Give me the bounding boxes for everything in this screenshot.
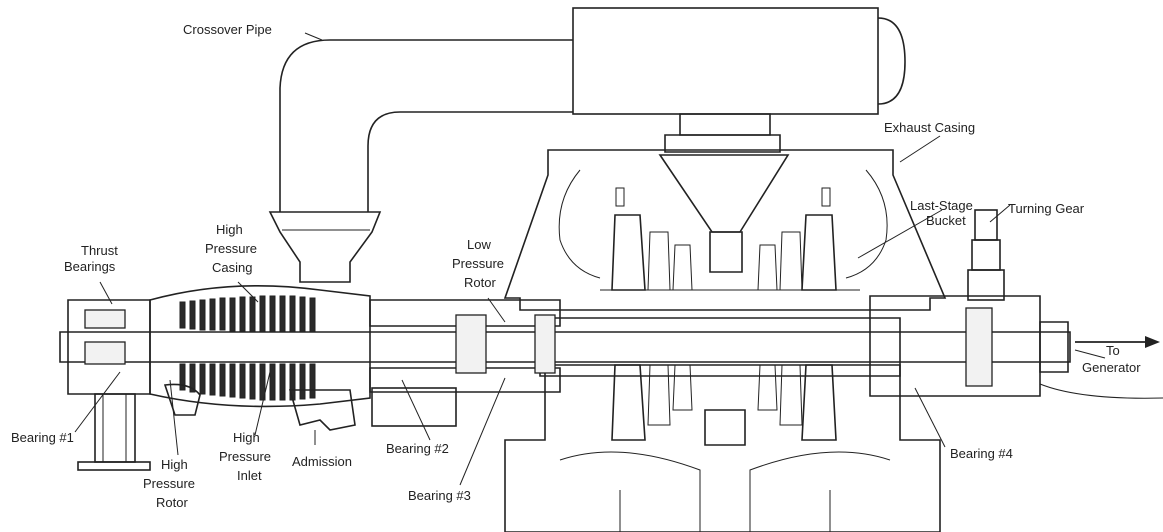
label-hp-rotor: Rotor: [156, 495, 188, 510]
label-lp-rotor: Low: [467, 237, 491, 252]
label-thrust-bearings: Thrust: [81, 243, 118, 258]
turning-gear: [869, 209, 1163, 399]
mid-standards: [371, 314, 556, 427]
label-crossover-pipe: Crossover Pipe: [183, 22, 272, 37]
callout-labels: Crossover Pipe Exhaust Casing Last-Stage…: [11, 22, 1141, 510]
exhaust-casing: [503, 113, 947, 311]
label-bearing-4: Bearing #4: [950, 446, 1013, 461]
label-lp-rotor: Pressure: [452, 256, 504, 271]
label-hp-rotor: High: [161, 457, 188, 472]
label-exhaust-casing: Exhaust Casing: [884, 120, 975, 135]
label-turning-gear: Turning Gear: [1008, 201, 1085, 216]
label-hp-casing: Casing: [212, 260, 252, 275]
label-bearing-2: Bearing #2: [386, 441, 449, 456]
label-hp-rotor: Pressure: [143, 476, 195, 491]
label-last-stage-bucket: Bucket: [926, 213, 966, 228]
front-standard: [67, 299, 151, 471]
label-hp-inlet: High: [233, 430, 260, 445]
lower-exhaust-hood: [504, 364, 941, 532]
label-admission: Admission: [292, 454, 352, 469]
label-hp-casing: Pressure: [205, 241, 257, 256]
label-thrust-bearings: Bearings: [64, 259, 116, 274]
label-to-generator: Generator: [1082, 360, 1141, 375]
turbine-shaft: [59, 299, 1071, 393]
crossover-pipe: [268, 7, 906, 283]
label-hp-inlet: Inlet: [237, 468, 262, 483]
label-hp-casing: High: [216, 222, 243, 237]
label-hp-inlet: Pressure: [219, 449, 271, 464]
label-to-generator: To: [1106, 343, 1120, 358]
label-lp-rotor: Rotor: [464, 275, 496, 290]
high-pressure-section: [149, 284, 371, 431]
label-last-stage-bucket: Last-Stage: [910, 198, 973, 213]
leader-lines: [74, 32, 1106, 486]
to-generator-arrow: [1075, 336, 1160, 348]
label-bearing-1: Bearing #1: [11, 430, 74, 445]
label-bearing-3: Bearing #3: [408, 488, 471, 503]
